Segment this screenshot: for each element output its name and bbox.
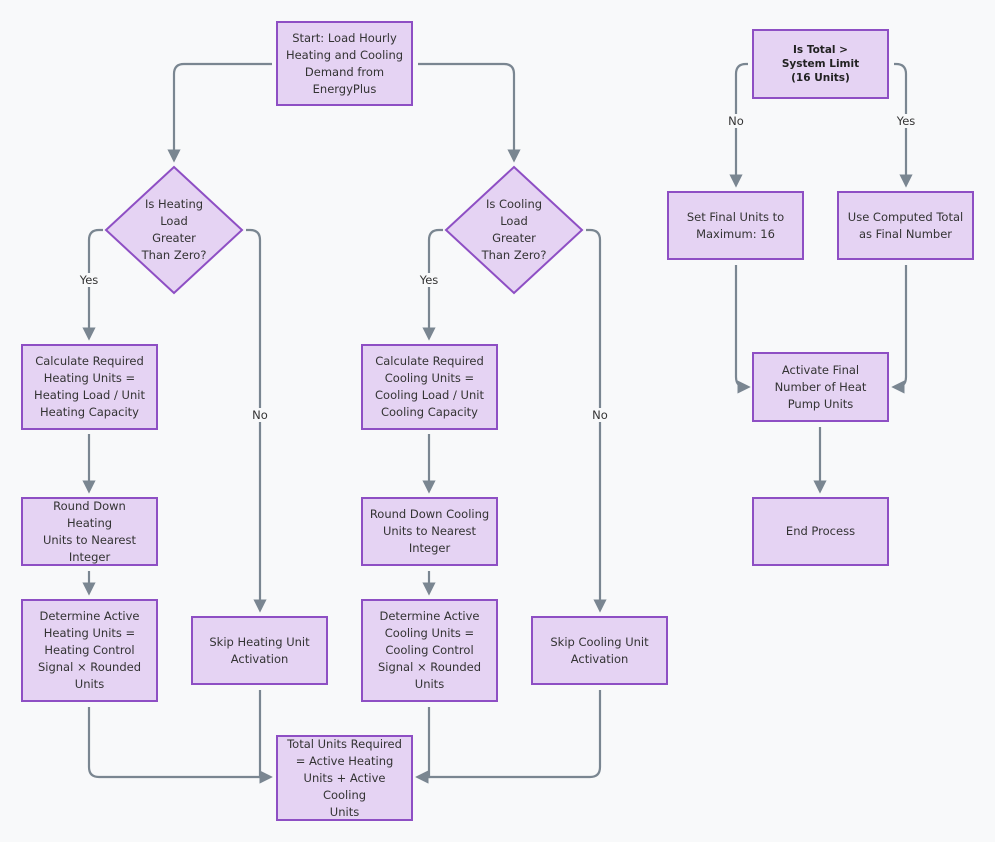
limit-decision-label: Is Total > System Limit (16 Units) xyxy=(781,44,860,84)
edge-start-to-heat xyxy=(167,62,272,163)
edge-label-limit-no: No xyxy=(726,114,746,128)
heat-decision-node: Is Heating Load Greater Than Zero? xyxy=(124,190,224,270)
cool-decision-node: Is Cooling Load Greater Than Zero? xyxy=(464,190,564,270)
active-cool-label: Determine Active Cooling Units = Cooling… xyxy=(377,609,482,691)
edge-skip-heat-to-total xyxy=(258,690,273,784)
round-heat-node: Round Down Heating Units to Nearest Inte… xyxy=(21,497,158,566)
round-heat-label: Round Down Heating Units to Nearest Inte… xyxy=(42,498,137,564)
total-node: Total Units Required = Active Heating Un… xyxy=(276,735,413,821)
calc-heat-label: Calculate Required Heating Units = Heati… xyxy=(34,354,145,419)
edge-active-heat-to-total xyxy=(87,707,273,784)
edge-use-total-to-activate xyxy=(891,265,908,394)
active-cool-node: Determine Active Cooling Units = Cooling… xyxy=(361,599,498,702)
edge-label-limit-yes: Yes xyxy=(894,114,918,128)
active-heat-node: Determine Active Heating Units = Heating… xyxy=(21,599,158,702)
calc-heat-node: Calculate Required Heating Units = Heati… xyxy=(21,344,158,430)
edge-skip-cool-to-total xyxy=(415,690,602,784)
end-label: End Process xyxy=(785,524,856,538)
use-total-node: Use Computed Total as Final Number xyxy=(837,191,974,260)
edge-limit-yes xyxy=(894,62,913,188)
start-node: Start: Load Hourly Heating and Cooling D… xyxy=(276,21,413,106)
activate-label: Activate Final Number of Heat Pump Units xyxy=(774,362,867,411)
total-label: Total Units Required = Active Heating Un… xyxy=(287,736,402,819)
edge-label-cool-yes: Yes xyxy=(417,273,441,287)
use-total-label: Use Computed Total as Final Number xyxy=(847,209,964,241)
round-cool-label: Round Down Cooling Units to Nearest Inte… xyxy=(369,507,490,555)
skip-heat-label: Skip Heating Unit Activation xyxy=(209,634,310,666)
edge-cool-no xyxy=(586,228,607,613)
calc-cool-label: Calculate Required Cooling Units = Cooli… xyxy=(375,354,484,419)
edge-set-max-to-activate xyxy=(734,265,751,394)
limit-decision-node: Is Total > System Limit (16 Units) xyxy=(752,29,889,99)
edge-label-heat-no: No xyxy=(250,408,270,422)
skip-cool-label: Skip Cooling Unit Activation xyxy=(550,634,649,666)
heat-decision-label: Is Heating Load Greater Than Zero? xyxy=(141,197,207,262)
end-node: End Process xyxy=(752,497,889,566)
edge-cool-yes xyxy=(422,228,443,341)
round-cool-node: Round Down Cooling Units to Nearest Inte… xyxy=(361,497,498,566)
skip-cool-node: Skip Cooling Unit Activation xyxy=(531,616,668,685)
activate-node: Activate Final Number of Heat Pump Units xyxy=(752,352,889,422)
edge-active-cool-to-total xyxy=(415,707,431,784)
edge-limit-no xyxy=(729,62,748,188)
calc-cool-node: Calculate Required Cooling Units = Cooli… xyxy=(361,344,498,430)
edge-start-to-cool xyxy=(418,62,521,163)
skip-heat-node: Skip Heating Unit Activation xyxy=(191,616,328,685)
edge-heat-yes xyxy=(82,228,103,341)
set-max-label: Set Final Units to Maximum: 16 xyxy=(686,209,785,241)
cool-decision-diamond xyxy=(444,165,584,295)
set-max-node: Set Final Units to Maximum: 16 xyxy=(667,191,804,260)
active-heat-label: Determine Active Heating Units = Heating… xyxy=(37,609,142,691)
edge-label-cool-no: No xyxy=(590,408,610,422)
start-node-label: Start: Load Hourly Heating and Cooling D… xyxy=(285,30,404,96)
heat-decision-diamond xyxy=(104,165,244,295)
edge-label-heat-yes: Yes xyxy=(77,273,101,287)
edge-heat-no xyxy=(246,228,267,613)
cool-decision-label: Is Cooling Load Greater Than Zero? xyxy=(481,197,547,262)
